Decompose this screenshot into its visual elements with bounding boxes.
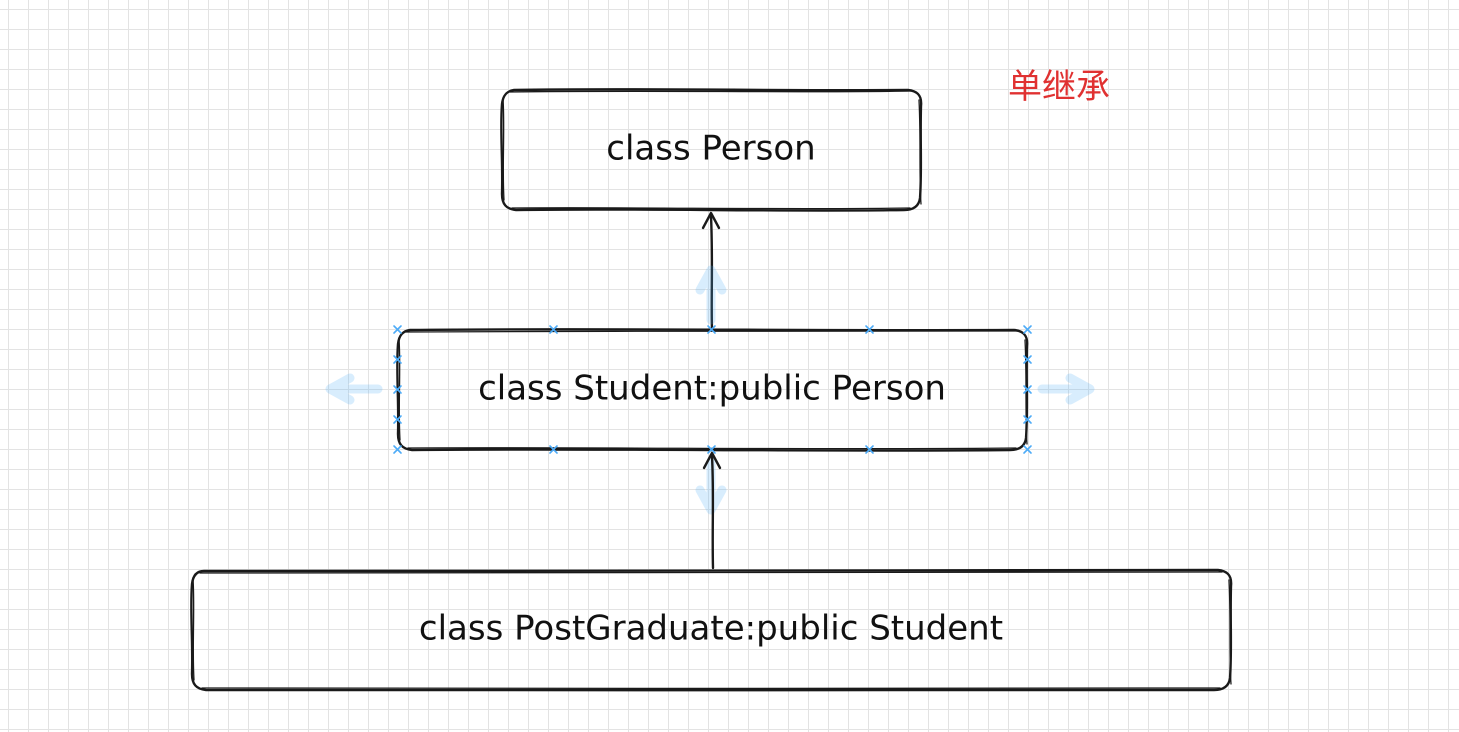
connection-point-marker[interactable] bbox=[1023, 355, 1032, 364]
node-postgraduate-border-sketch bbox=[192, 571, 1232, 690]
connection-point-marker[interactable] bbox=[393, 445, 402, 454]
node-person-label: class Person bbox=[606, 129, 815, 169]
drag-up-arrow-icon[interactable] bbox=[695, 265, 727, 325]
edge-student-to-person-arrowhead bbox=[701, 211, 721, 230]
connection-point-marker[interactable] bbox=[393, 385, 402, 394]
node-postgraduate-label: class PostGraduate:public Student bbox=[419, 609, 1003, 649]
node-postgraduate[interactable]: class PostGraduate:public Student bbox=[190, 568, 1233, 692]
edge-postgraduate-to-student-line bbox=[710, 454, 715, 570]
node-student-border-sketch bbox=[398, 330, 1028, 450]
connection-point-marker[interactable] bbox=[865, 445, 874, 454]
connection-point-marker[interactable] bbox=[549, 445, 558, 454]
connection-point-marker[interactable] bbox=[707, 445, 716, 454]
connection-point-marker[interactable] bbox=[1023, 415, 1032, 424]
node-student-label: class Student:public Person bbox=[478, 369, 946, 409]
drag-right-arrow-icon[interactable] bbox=[1037, 373, 1095, 405]
diagram-title: 单继承 bbox=[1008, 67, 1110, 107]
node-person-border bbox=[500, 88, 923, 212]
node-person[interactable]: class Person bbox=[500, 88, 923, 212]
selection-drag-handles[interactable] bbox=[325, 265, 1095, 515]
connection-point-marker[interactable] bbox=[707, 325, 716, 334]
connection-point-marker[interactable] bbox=[393, 415, 402, 424]
node-student[interactable]: class Student:public Person bbox=[396, 328, 1029, 452]
connection-point-marker[interactable] bbox=[1023, 385, 1032, 394]
selection-connection-points[interactable] bbox=[393, 325, 1032, 454]
edge-postgraduate-to-student[interactable] bbox=[702, 451, 722, 570]
edge-student-to-person-line bbox=[709, 214, 714, 332]
node-postgraduate-border bbox=[190, 568, 1233, 692]
drag-down-arrow-icon[interactable] bbox=[695, 457, 727, 515]
connection-point-marker[interactable] bbox=[549, 325, 558, 334]
connection-point-marker[interactable] bbox=[393, 325, 402, 334]
node-person-border-sketch bbox=[502, 90, 922, 210]
drag-left-arrow-icon[interactable] bbox=[325, 373, 383, 405]
edge-student-to-person[interactable] bbox=[701, 211, 721, 332]
connection-point-marker[interactable] bbox=[1023, 445, 1032, 454]
connection-point-marker[interactable] bbox=[1023, 325, 1032, 334]
edge-postgraduate-to-student-arrowhead bbox=[702, 451, 722, 470]
connection-point-marker[interactable] bbox=[865, 325, 874, 334]
connection-point-marker[interactable] bbox=[393, 355, 402, 364]
